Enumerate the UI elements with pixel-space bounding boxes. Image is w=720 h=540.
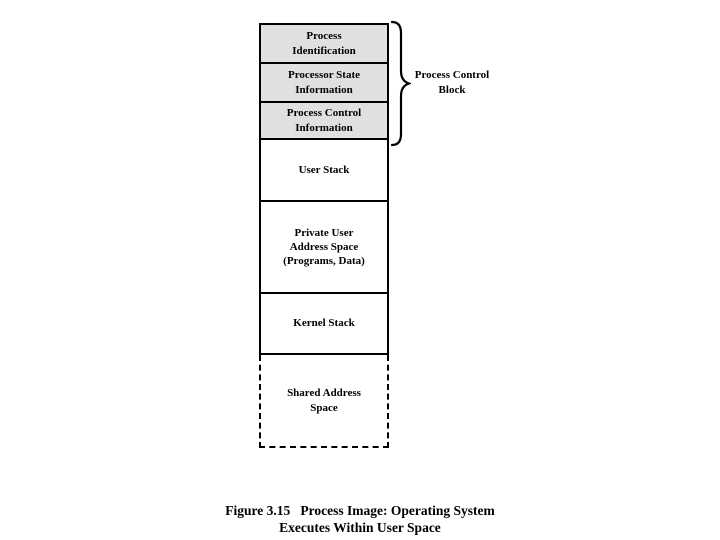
box-process-control-information: Process Control Information — [259, 101, 389, 140]
box-private-user-address-space: Private User Address Space (Programs, Da… — [259, 200, 389, 294]
process-image-stack: Process Identification Processor State I… — [259, 23, 389, 448]
figure-caption: Figure 3.15 Process Image: Operating Sys… — [225, 503, 495, 535]
process-control-block-label: Process Control Block — [414, 69, 490, 96]
curly-brace-icon — [391, 20, 411, 147]
box-shared-address-space: Shared Address Space — [259, 355, 389, 448]
box-user-stack: User Stack — [259, 138, 389, 202]
box-processor-state-information: Processor State Information — [259, 62, 389, 103]
box-kernel-stack: Kernel Stack — [259, 292, 389, 355]
box-process-identification: Process Identification — [259, 23, 389, 64]
